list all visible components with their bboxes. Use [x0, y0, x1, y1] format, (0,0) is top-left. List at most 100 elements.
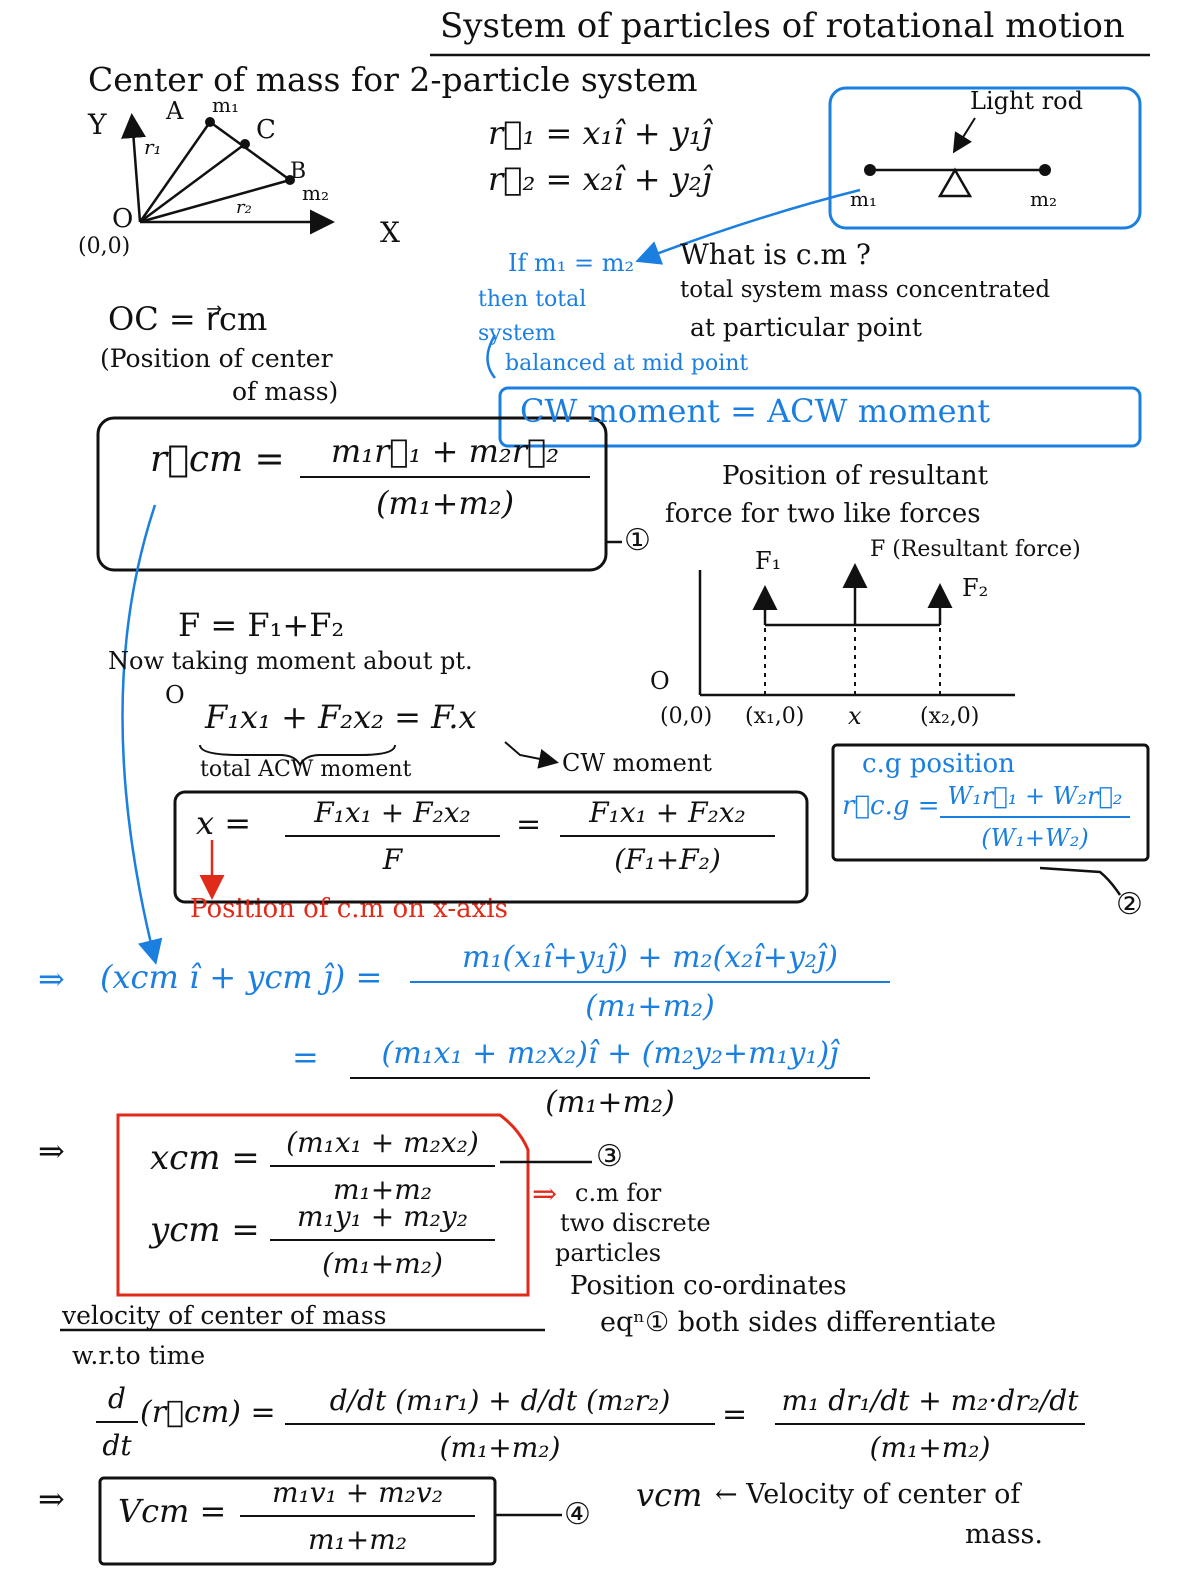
eq3-x-denominator: m₁+m₂: [332, 1173, 432, 1206]
diagram-origin-label: O: [112, 204, 134, 234]
eq1-numerator: m₁r⃗₁ + m₂r⃗₂: [330, 432, 560, 470]
diagram-point-c: C: [256, 115, 276, 145]
diagram-x-label: X: [380, 216, 400, 249]
rod-pointer-arrow: [952, 117, 976, 154]
cg-denominator: (W₁+W₂): [981, 824, 1089, 852]
eq3-x-fraction: (m₁x₁ + m₂x₂) m₁+m₂: [270, 1126, 495, 1206]
eq1-to-expansion-arrow: [121, 504, 163, 965]
blue-eq-num-2: (m₁x₁ + m₂x₂)î + (m₂y₂+m₁y₁)ĵ: [381, 1036, 839, 1071]
x-eq-fraction-1: F₁x₁ + F₂x₂ F: [285, 796, 500, 876]
blue-eq-arrow: ⇒: [38, 960, 65, 998]
vcm-note-line-1: ← Velocity of center of: [715, 1479, 1021, 1510]
eq4-fraction: m₁v₁ + m₂v₂ m₁+m₂: [240, 1476, 475, 1556]
what-is-cm-line-1: What is c.m ?: [680, 238, 871, 271]
diagram-r2: r₂: [236, 197, 252, 218]
blue-eq-den-1: (m₁+m₂): [585, 989, 715, 1024]
moment-box-text: CW moment = ACW moment: [520, 392, 991, 430]
deriv-lhs-fraction: d dt: [96, 1382, 138, 1462]
x-eq-equals: =: [516, 807, 542, 842]
rod-mass2-dot: [1039, 164, 1051, 176]
eq4-tag: ④: [564, 1497, 591, 1532]
r2-equation: r⃗₂ = x₂î + y₂ĵ: [488, 160, 712, 198]
deriv-mid-den: (m₁+m₂): [439, 1431, 561, 1464]
rod-to-note-arrow: [635, 188, 861, 265]
vector-r1: [138, 121, 212, 223]
what-is-cm-line-3: at particular point: [690, 313, 922, 342]
com-heading: Center of mass for 2-particle system: [88, 60, 698, 99]
diagram-m2: m₂: [302, 181, 329, 205]
vcm-note-line-2: mass.: [965, 1519, 1043, 1550]
velocity-heading-line-1: velocity of center of mass: [62, 1301, 387, 1330]
discrete-note-arrow: ⇒: [532, 1177, 558, 1212]
x-eq-num-1: F₁x₁ + F₂x₂: [314, 796, 471, 829]
force-f1-label: F₁: [755, 547, 782, 575]
eq3-y-numerator: m₁y₁ + m₂y₂: [297, 1200, 468, 1233]
eq4-denominator: m₁+m₂: [307, 1523, 407, 1556]
cg-tag-lead: [1039, 866, 1122, 896]
note-line-3: system: [478, 321, 556, 346]
eq4-box-outline: [98, 1476, 497, 1566]
velocity-heading-line-2: w.r.to time: [72, 1341, 206, 1370]
discrete-note-line-3: particles: [555, 1239, 662, 1267]
note-bracket: [486, 334, 497, 379]
x-eq-box-outline: [173, 790, 809, 904]
cg-tag: ②: [1116, 887, 1143, 922]
diagram-point-a: A: [166, 97, 184, 125]
deriv-mid-fraction: d/dt (m₁r₁) + d/dt (m₂r₂) (m₁+m₂): [285, 1384, 715, 1464]
cg-box-outline: [831, 743, 1150, 862]
deriv-equals: =: [722, 1397, 748, 1432]
x-eq-num-2: F₁x₁ + F₂x₂: [589, 796, 746, 829]
diagram-origin-coord: (0,0): [78, 234, 131, 259]
blue-eq-lhs: (xcm î + ycm ĵ) =: [100, 958, 383, 996]
r1-equation: r⃗₁ = x₁î + y₁ĵ: [488, 114, 712, 152]
x-eq-lhs: x =: [196, 804, 252, 842]
rod-mass1-dot: [864, 164, 876, 176]
force-f-label: F (Resultant force): [870, 537, 1081, 562]
y-axis-line: [121, 113, 146, 223]
rod-m2-label: m₂: [1030, 187, 1057, 211]
diagram-y-label: Y: [88, 108, 107, 141]
oc-equation: OC = r⃗cm: [108, 300, 268, 338]
blue-eq-equals-2: =: [292, 1038, 319, 1076]
oc-note-line-1: (Position of center: [100, 344, 333, 373]
moment-text-line-1: Now taking moment about pt.: [108, 647, 473, 675]
blue-eq-num-1: m₁(x₁î+y₁ĵ) + m₂(x₂î+y₂ĵ): [462, 940, 838, 975]
x-note: Position of c.m on x-axis: [190, 894, 508, 924]
rod-label: Light rod: [970, 87, 1083, 115]
eq1-denominator: (m₁+m₂): [375, 484, 515, 522]
eq3-xcm-lhs: xcm =: [150, 1138, 260, 1178]
point-b-dot: [285, 175, 295, 185]
oc-note-line-2: of mass): [232, 377, 339, 406]
point-a-dot: [205, 117, 215, 127]
note-line-2: then total: [478, 287, 587, 312]
deriv-lhs-den: dt: [102, 1429, 132, 1462]
deriv-rhs-fraction: m₁ dr₁/dt + m₂·dr₂/dt (m₁+m₂): [775, 1384, 1085, 1464]
moment-point-label: O: [165, 681, 185, 709]
cw-pointer-arrow: [504, 741, 559, 769]
eq3-box-outline: [116, 1113, 530, 1297]
cw-moment-label: CW moment: [562, 749, 712, 777]
force-f2-label: F₂: [962, 574, 989, 602]
moment-equation: F₁x₁ + F₂x₂ = F.x: [205, 698, 477, 736]
discrete-note-line-4: Position co-ordinates: [570, 1271, 847, 1301]
eq3-x-numerator: (m₁x₁ + m₂x₂): [286, 1126, 479, 1159]
diff-note: eqⁿ① both sides differentiate: [600, 1307, 997, 1338]
force-sum-equation: F = F₁+F₂: [178, 606, 345, 644]
what-is-cm-line-2: total system mass concentrated: [680, 277, 1051, 303]
blue-eq-fraction-2: (m₁x₁ + m₂x₂)î + (m₂y₂+m₁y₁)ĵ (m₁+m₂): [350, 1036, 870, 1120]
force-coord-x: x: [848, 702, 862, 730]
cg-lhs: r⃗c.g =: [842, 791, 940, 821]
eq1-lhs: r⃗cm =: [150, 439, 285, 480]
deriv-lhs-num: d: [108, 1382, 126, 1415]
vector-r2: [139, 178, 291, 224]
resultant-line-2: force for two like forces: [665, 499, 981, 529]
deriv-rhs-num: m₁ dr₁/dt + m₂·dr₂/dt: [781, 1384, 1079, 1417]
fulcrum-triangle: [937, 167, 973, 198]
deriv-mid-num: d/dt (m₁r₁) + d/dt (m₂r₂): [329, 1384, 671, 1417]
note-line-1: If m₁ = m₂: [508, 249, 635, 277]
eq3-ycm-lhs: ycm =: [150, 1210, 260, 1250]
x-eq-den-2: (F₁+F₂): [614, 843, 721, 876]
eq3-y-denominator: (m₁+m₂): [322, 1247, 443, 1280]
vcm-note-symbol: vcm: [636, 1476, 703, 1514]
discrete-note-line-1: c.m for: [575, 1179, 662, 1207]
